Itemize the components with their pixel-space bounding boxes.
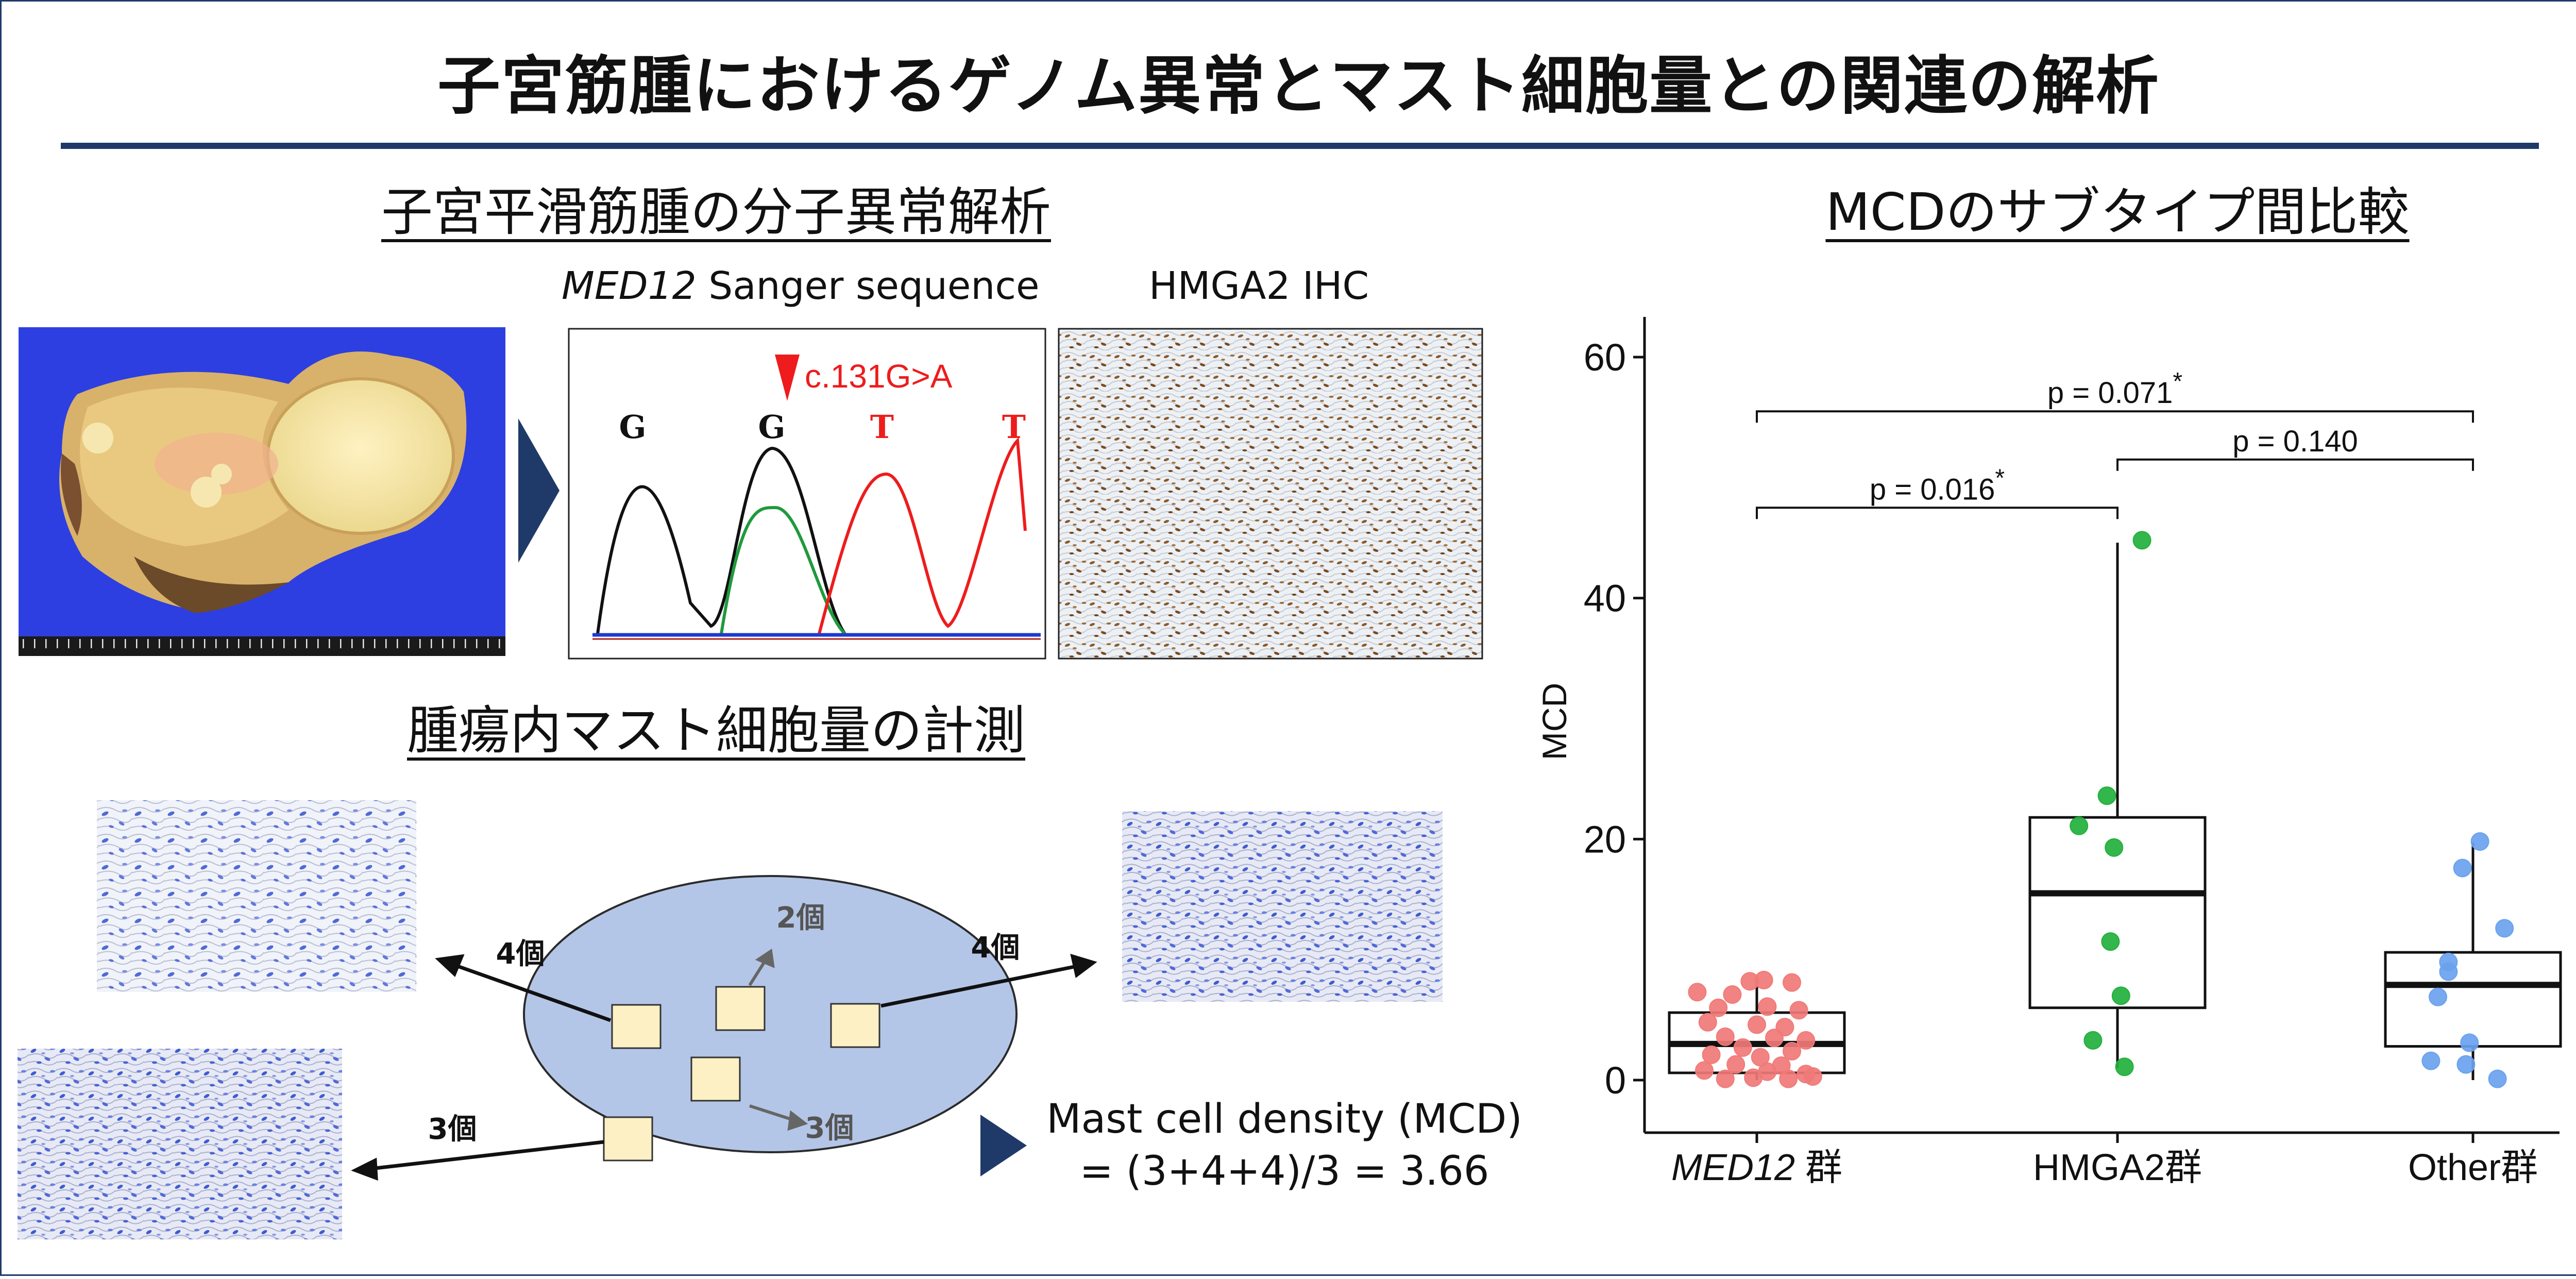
hmga2-ihc-image	[1058, 328, 1483, 660]
base-call: T	[870, 408, 894, 446]
counting-field	[690, 1056, 741, 1102]
ihc-caption: HMGA2 IHC	[1149, 264, 1369, 308]
data-point	[2101, 932, 2120, 951]
left-figure: c.131G>A G G T T 4個 3個 2個 3個 4個	[18, 327, 1483, 1239]
mast-cell-field-image	[18, 1049, 342, 1239]
sanger-caption: MED12 Sanger sequence	[562, 264, 1040, 308]
heading-mast-cell-count: 腫瘍内マスト細胞量の計測	[407, 700, 1025, 761]
y-tick-label: 60	[1584, 336, 1626, 379]
base-call: G	[758, 408, 786, 446]
title-divider	[61, 143, 2539, 149]
data-point	[1709, 998, 1728, 1017]
significance-bracket	[1756, 410, 2474, 423]
base-call: T	[1002, 408, 1026, 446]
heading-molecular-analysis: 子宮平滑筋腫の分子異常解析	[381, 182, 1051, 242]
data-point	[1744, 1068, 1763, 1087]
mutation-arrow-icon	[775, 355, 800, 401]
data-point	[2105, 838, 2124, 857]
data-point	[1688, 983, 1707, 1002]
counting-field	[830, 1003, 880, 1048]
counting-field	[611, 1004, 662, 1049]
data-point	[1723, 985, 1742, 1004]
mcd-formula-line1: Mast cell density (MCD)	[1046, 1096, 1522, 1142]
p-value-label: p = 0.071*	[2047, 368, 2182, 410]
mast-cell-field-image	[97, 800, 416, 992]
significance-bracket	[2116, 458, 2474, 471]
data-point	[1789, 1001, 1808, 1020]
data-point	[2453, 859, 2472, 878]
data-point	[2083, 1031, 2103, 1050]
data-point	[1716, 1027, 1735, 1046]
data-point	[1779, 1069, 1798, 1088]
data-point	[1716, 1069, 1735, 1088]
significance-bracket	[1756, 507, 2119, 519]
data-point	[1698, 1013, 1717, 1032]
count-label: 4個	[496, 937, 545, 971]
data-point	[1726, 1055, 1745, 1074]
data-point	[2132, 531, 2151, 550]
sanger-caption-text: Sanger sequence	[696, 264, 1040, 308]
data-point	[1754, 970, 1773, 989]
p-value-label: p = 0.016*	[1870, 464, 2005, 506]
data-point	[2115, 1057, 2134, 1076]
counting-field	[603, 1116, 653, 1162]
sanger-chromatogram: c.131G>A G G T T	[568, 328, 1046, 660]
gene-name: MED12	[562, 264, 697, 308]
data-point	[1765, 1029, 1784, 1048]
count-label: 4個	[971, 931, 1020, 965]
data-point	[2111, 986, 2130, 1005]
data-point	[2495, 919, 2514, 938]
figure-title: 子宮筋腫におけるゲノム異常とマスト細胞量との関連の解析	[437, 49, 2160, 123]
data-point	[2470, 832, 2489, 851]
data-point	[1733, 1038, 1752, 1057]
flow-arrow	[518, 418, 560, 563]
tumor-section	[523, 875, 1018, 1153]
data-point	[2488, 1069, 2507, 1088]
y-axis-label: MCD	[1535, 683, 1573, 760]
mcd-formula-line2: = (3+4+4)/3 = 3.66	[1079, 1148, 1489, 1195]
data-point	[2460, 1033, 2479, 1052]
data-point	[1695, 1061, 1714, 1080]
data-point	[2456, 1055, 2476, 1074]
data-point	[2429, 987, 2447, 1006]
count-label: 3個	[428, 1113, 477, 1146]
y-tick-label: 20	[1584, 818, 1626, 861]
data-point	[2439, 962, 2458, 981]
chart-title: MCDのサブタイプ間比較	[1825, 182, 2410, 242]
formula-pointer-icon	[980, 1115, 1027, 1176]
p-value-label: p = 0.140	[2232, 425, 2358, 458]
data-point	[2070, 816, 2089, 835]
mutation-label: c.131G>A	[805, 358, 953, 395]
mcd-formula: Mast cell density (MCD) = (3+4+4)/3 = 3.6…	[1040, 1093, 1529, 1198]
data-point	[1702, 1045, 1721, 1064]
data-point	[2421, 1051, 2441, 1070]
mast-cell-field-image	[1122, 811, 1443, 1002]
data-point	[1783, 1041, 1801, 1061]
specimen-photo	[19, 327, 505, 656]
box	[2384, 951, 2562, 1048]
data-point	[1803, 1067, 1822, 1086]
count-arrows-small	[748, 948, 808, 1131]
x-tick-label: MED12 群	[1671, 1147, 1842, 1188]
base-call: G	[619, 408, 647, 446]
x-tick-label: Other群	[2408, 1147, 2538, 1188]
data-point	[1758, 997, 1777, 1016]
data-point	[2097, 786, 2116, 805]
count-label: 3個	[805, 1112, 854, 1145]
count-label: 2個	[776, 901, 825, 935]
data-point	[1797, 1031, 1816, 1050]
counting-field	[715, 986, 766, 1031]
data-point	[1783, 973, 1801, 992]
count-arrows	[351, 953, 1097, 1181]
y-tick-label: 0	[1605, 1059, 1626, 1102]
x-tick-label: HMGA2群	[2033, 1147, 2202, 1188]
y-tick-label: 40	[1584, 577, 1626, 620]
data-point	[1748, 1015, 1766, 1034]
